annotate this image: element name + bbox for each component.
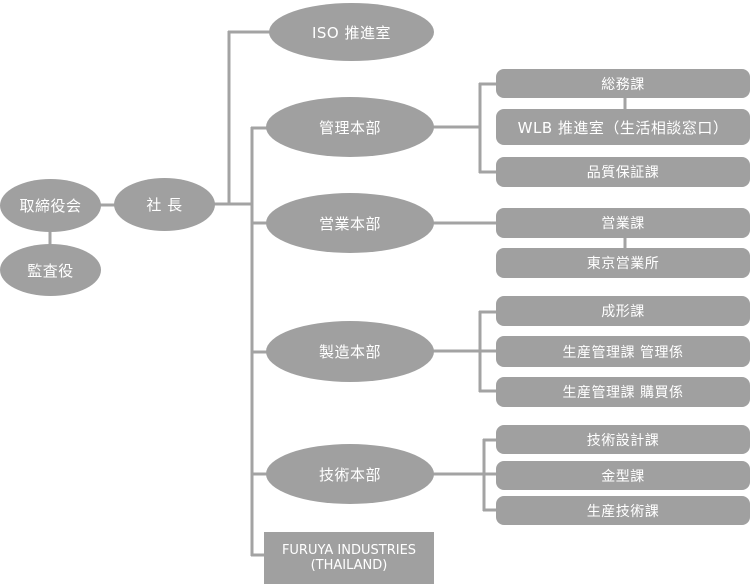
division-kanri-node: 管理本部 [266, 97, 434, 157]
section-label: 営業課 [601, 216, 645, 232]
division-label: 技術本部 [318, 465, 381, 484]
section-somu: 総務課 [496, 69, 750, 98]
section-label: 生産管理課 購買係 [562, 385, 684, 401]
division-seizo-node: 製造本部 [266, 321, 434, 382]
section-label: 成形課 [601, 304, 645, 320]
section-seisan-kobai: 生産管理課 購買係 [496, 377, 750, 407]
section-gijutsu-sekkei: 技術設計課 [496, 425, 750, 454]
section-label: 東京営業所 [586, 256, 660, 272]
section-label: 生産管理課 管理係 [562, 344, 684, 361]
auditor-node: 監査役 [0, 244, 101, 296]
subsidiary-label-line1: FURUYA INDUSTRIES [281, 543, 417, 558]
auditor-label: 監査役 [27, 261, 74, 280]
president-label: 社 長 [146, 196, 183, 214]
division-label: 営業本部 [318, 214, 381, 233]
president-node: 社 長 [114, 178, 215, 231]
section-label: 生産技術課 [586, 503, 660, 520]
subsidiary-thailand-node: FURUYA INDUSTRIES (THAILAND) [264, 532, 434, 584]
section-label: 金型課 [601, 468, 645, 485]
section-kanagata: 金型課 [496, 461, 750, 490]
subsidiary-label-line2: (THAILAND) [310, 558, 388, 573]
section-seisan-gijutsu: 生産技術課 [496, 496, 750, 525]
section-wlb: WLB 推進室（生活相談窓口） [496, 109, 750, 145]
section-label: 総務課 [601, 76, 645, 93]
division-label: 管理本部 [318, 118, 381, 137]
section-label: WLB 推進室（生活相談窓口） [517, 118, 729, 137]
iso-office-node: ISO 推進室 [269, 3, 434, 61]
board-label: 取締役会 [19, 197, 82, 215]
division-label: 製造本部 [318, 343, 381, 361]
section-eigyo: 営業課 [496, 208, 750, 238]
section-label: 品質保証課 [586, 165, 660, 181]
section-tokyo: 東京営業所 [496, 248, 750, 278]
iso-office-label: ISO 推進室 [311, 23, 392, 42]
division-gijutsu-node: 技術本部 [266, 444, 434, 504]
board-of-directors-node: 取締役会 [0, 179, 101, 232]
section-seikei: 成形課 [496, 296, 750, 326]
division-eigyo-node: 営業本部 [266, 193, 434, 253]
section-seisan-kanri: 生産管理課 管理係 [496, 336, 750, 367]
section-hinshitsu: 品質保証課 [496, 157, 750, 187]
section-label: 技術設計課 [586, 432, 660, 449]
